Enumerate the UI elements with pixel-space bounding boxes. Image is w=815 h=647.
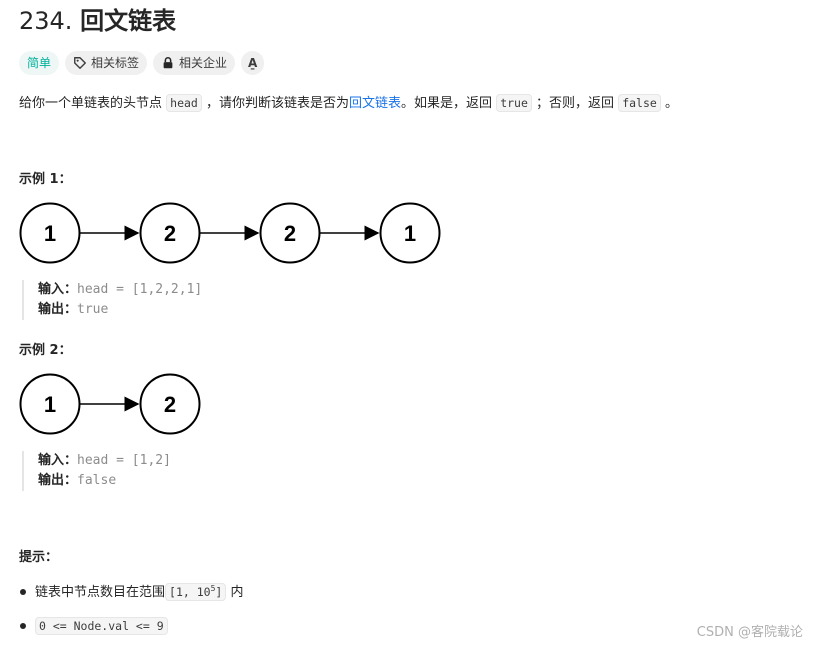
- node-value: 1: [44, 392, 56, 417]
- hint-item: 0 <= Node.val <= 9: [19, 612, 243, 646]
- hint-item: 链表中节点数目在范围[1, 105] 内: [19, 578, 243, 612]
- hint-text: 内: [230, 585, 244, 600]
- problem-number: 234.: [19, 7, 73, 35]
- input-label: 输入：: [38, 453, 78, 468]
- hint-text: 链表中节点数目在范围: [35, 585, 166, 600]
- node-value: 1: [44, 221, 56, 246]
- hint-range-code: [1, 105]: [165, 583, 227, 601]
- range-start: [1, 10: [169, 585, 211, 599]
- difficulty-badge[interactable]: 简单: [19, 51, 60, 75]
- node-value: 2: [284, 221, 296, 246]
- range-end: ]: [215, 585, 223, 599]
- lock-icon: [163, 57, 173, 69]
- translate-button[interactable]: A̱: [241, 51, 265, 75]
- related-companies-button[interactable]: 相关企业: [153, 51, 236, 75]
- code-false: false: [618, 94, 661, 112]
- desc-text: 给你一个单链表的头节点: [19, 96, 163, 111]
- list-node: 2: [139, 202, 201, 264]
- node-value: 1: [404, 221, 416, 246]
- list-node: 1: [19, 373, 81, 435]
- watermark: CSDN @客院载论: [696, 625, 803, 640]
- desc-text: 。: [664, 96, 678, 111]
- desc-text: ；否则，返回: [536, 96, 615, 111]
- hints-list: 链表中节点数目在范围[1, 105] 内 0 <= Node.val <= 9: [19, 578, 243, 646]
- example-2-title: 示例 2：: [19, 343, 72, 358]
- tag-bar: 简单 相关标签 相关企业 A̱: [19, 51, 265, 75]
- example-1-io: 输入：head = [1,2,2,1] 输出：true: [22, 280, 202, 320]
- node-value: 2: [164, 392, 176, 417]
- translate-icon: A̱: [248, 56, 258, 70]
- example-1-title: 示例 1：: [19, 172, 72, 187]
- range-exponent: 5: [210, 584, 216, 594]
- code-head: head: [166, 94, 202, 112]
- list-node: 2: [139, 373, 201, 435]
- related-topics-label: 相关标签: [91, 56, 140, 70]
- output-label: 输出：: [38, 302, 78, 317]
- related-companies-label: 相关企业: [179, 56, 228, 70]
- input-value: head = [1,2]: [77, 453, 171, 468]
- list-node: 1: [19, 202, 81, 264]
- output-value: true: [77, 302, 109, 317]
- input-label: 输入：: [38, 282, 78, 297]
- node-value: 2: [164, 221, 176, 246]
- problem-name: 回文链表: [80, 7, 177, 35]
- related-topics-button[interactable]: 相关标签: [65, 51, 148, 75]
- desc-text: ，请你判断该链表是否为: [206, 96, 350, 111]
- palindrome-link[interactable]: 回文链表: [349, 96, 402, 111]
- hint-val-code: 0 <= Node.val <= 9: [35, 617, 168, 635]
- output-label: 输出：: [38, 473, 78, 488]
- desc-text: 。如果是，返回: [401, 96, 493, 111]
- example-2-diagram: 1 2: [19, 373, 201, 435]
- code-true: true: [496, 94, 532, 112]
- tag-icon: [74, 57, 86, 69]
- example-1-diagram: 1 2 2 1: [19, 202, 441, 264]
- problem-description: 给你一个单链表的头节点 head ，请你判断该链表是否为回文链表。如果是，返回 …: [19, 92, 678, 115]
- problem-title: 234. 回文链表: [19, 6, 176, 36]
- input-value: head = [1,2,2,1]: [77, 282, 203, 297]
- list-node: 1: [379, 202, 441, 264]
- example-2-io: 输入：head = [1,2] 输出：false: [22, 451, 171, 491]
- difficulty-label: 简单: [27, 56, 52, 70]
- output-value: false: [77, 473, 117, 488]
- list-node: 2: [259, 202, 321, 264]
- hints-title: 提示：: [19, 550, 59, 565]
